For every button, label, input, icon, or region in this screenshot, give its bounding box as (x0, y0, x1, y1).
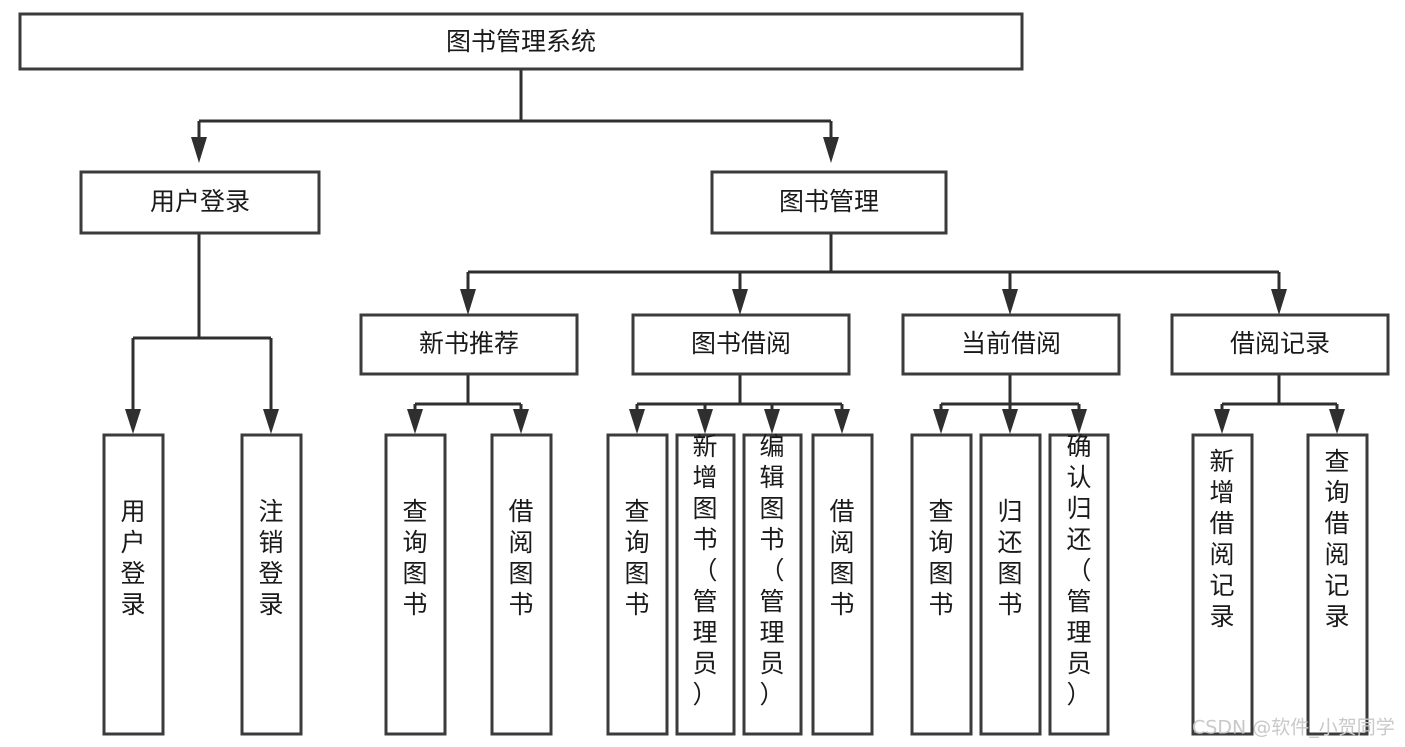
node-leaf-borrow-books-2-box[interactable] (811, 433, 874, 736)
arrowhead-leaf-add-record (1214, 409, 1230, 434)
node-leaf-query-books-3[interactable]: 查询图书 (910, 433, 973, 736)
node-new-book-rec[interactable]: 新书推荐 (359, 313, 579, 376)
node-leaf-add-book-label: 新增图书（管理员） (692, 432, 717, 709)
connector-group-book-manage (460, 233, 1287, 315)
node-user-login-box[interactable] (79, 170, 321, 235)
node-book-borrow-label: 图书借阅 (691, 329, 791, 358)
node-leaf-add-book[interactable]: 新增图书（管理员） (675, 432, 736, 736)
arrowhead-leaf-query-books-1 (407, 409, 423, 434)
node-leaf-user-login-box[interactable] (102, 433, 165, 736)
node-leaf-return-book-label: 归还图书 (997, 497, 1022, 619)
arrowhead-book-borrow (732, 289, 748, 315)
arrowhead-user-login (191, 137, 207, 163)
connector-group-current-borrow (933, 374, 1087, 434)
node-leaf-add-record[interactable]: 新增借阅记录 (1191, 433, 1254, 736)
node-leaf-borrow-books-1[interactable]: 借阅图书 (490, 433, 553, 736)
connector-group-borrow-record (1214, 374, 1345, 434)
node-leaf-query-books-1-box[interactable] (384, 433, 447, 736)
watermark-label: CSDN @软件_小贺同学 (1192, 717, 1395, 739)
arrowhead-leaf-query-books-3 (933, 409, 949, 434)
arrowhead-leaf-return-book (1002, 409, 1018, 434)
node-root[interactable]: 图书管理系统 (18, 12, 1024, 71)
connector-group-root (191, 69, 839, 163)
arrowhead-leaf-logout (263, 409, 279, 434)
arrowhead-leaf-borrow-books-1 (513, 409, 529, 434)
arrowhead-leaf-borrow-books-2 (834, 409, 850, 434)
node-current-borrow-label: 当前借阅 (961, 329, 1061, 358)
node-leaf-query-books-2-box[interactable] (606, 433, 669, 736)
node-leaf-logout[interactable]: 注销登录 (240, 433, 303, 736)
node-leaf-query-books-3-label: 查询图书 (928, 497, 953, 619)
node-borrow-record-box[interactable] (1170, 313, 1390, 376)
arrowhead-leaf-confirm-return (1071, 409, 1087, 434)
node-leaf-confirm-return-box[interactable] (1048, 433, 1110, 736)
node-root-box[interactable] (18, 12, 1024, 71)
node-leaf-query-books-1[interactable]: 查询图书 (384, 433, 447, 736)
node-leaf-add-book-box[interactable] (675, 433, 736, 736)
node-book-borrow[interactable]: 图书借阅 (631, 313, 851, 376)
node-current-borrow-box[interactable] (901, 313, 1121, 376)
node-current-borrow[interactable]: 当前借阅 (901, 313, 1121, 376)
node-leaf-borrow-books-1-box[interactable] (490, 433, 553, 736)
node-leaf-user-login[interactable]: 用户登录 (102, 433, 165, 736)
node-leaf-logout-box[interactable] (240, 433, 303, 736)
arrowhead-leaf-query-books-2 (629, 409, 645, 434)
node-leaf-return-book[interactable]: 归还图书 (979, 433, 1042, 736)
arrowhead-current-borrow (1002, 289, 1018, 315)
node-leaf-edit-book-label: 编辑图书（管理员） (759, 432, 784, 709)
node-new-book-rec-label: 新书推荐 (419, 329, 519, 358)
node-book-manage-label: 图书管理 (779, 187, 879, 216)
node-leaf-add-record-box[interactable] (1191, 433, 1254, 736)
arrowhead-leaf-add-book (697, 409, 713, 434)
node-leaf-return-book-box[interactable] (979, 433, 1042, 736)
node-leaf-query-record-box[interactable] (1306, 433, 1369, 736)
node-user-login-label: 用户登录 (150, 187, 250, 216)
node-new-book-rec-box[interactable] (359, 313, 579, 376)
node-leaf-confirm-return[interactable]: 确认归还（管理员） (1048, 432, 1110, 736)
arrowhead-leaf-query-record (1329, 409, 1345, 434)
arrowhead-borrow-record (1271, 289, 1287, 315)
node-book-borrow-box[interactable] (631, 313, 851, 376)
node-leaf-query-books-2[interactable]: 查询图书 (606, 433, 669, 736)
node-book-manage[interactable]: 图书管理 (710, 170, 948, 235)
node-root-label: 图书管理系统 (446, 27, 596, 56)
node-leaf-borrow-books-2-label: 借阅图书 (829, 497, 854, 619)
arrowhead-leaf-user-login (125, 409, 141, 434)
node-leaf-user-login-label: 用户登录 (120, 497, 145, 619)
node-leaf-edit-book[interactable]: 编辑图书（管理员） (742, 432, 803, 736)
node-leaf-borrow-books-1-label: 借阅图书 (508, 497, 533, 619)
node-user-login[interactable]: 用户登录 (79, 170, 321, 235)
arrowhead-leaf-edit-book (764, 409, 780, 434)
node-leaf-query-record[interactable]: 查询借阅记录 (1306, 433, 1369, 736)
connector-group-book-borrow (629, 374, 850, 434)
node-leaf-query-books-2-label: 查询图书 (624, 497, 649, 619)
node-borrow-record-label: 借阅记录 (1230, 329, 1330, 358)
node-leaf-query-record-label: 查询借阅记录 (1324, 447, 1349, 631)
connector-group-new-book-rec (407, 374, 529, 434)
node-book-manage-box[interactable] (710, 170, 948, 235)
node-leaf-query-books-3-box[interactable] (910, 433, 973, 736)
connector-group-user-login (125, 233, 279, 434)
arrowhead-book-manage (823, 137, 839, 163)
node-leaf-query-books-1-label: 查询图书 (402, 497, 427, 619)
node-leaf-borrow-books-2[interactable]: 借阅图书 (811, 433, 874, 736)
node-leaf-logout-label: 注销登录 (258, 497, 283, 619)
node-leaf-edit-book-box[interactable] (742, 433, 803, 736)
arrowhead-new-book-rec (460, 289, 476, 315)
node-borrow-record[interactable]: 借阅记录 (1170, 313, 1390, 376)
node-leaf-add-record-label: 新增借阅记录 (1209, 447, 1234, 631)
node-leaf-confirm-return-label: 确认归还（管理员） (1066, 432, 1091, 709)
